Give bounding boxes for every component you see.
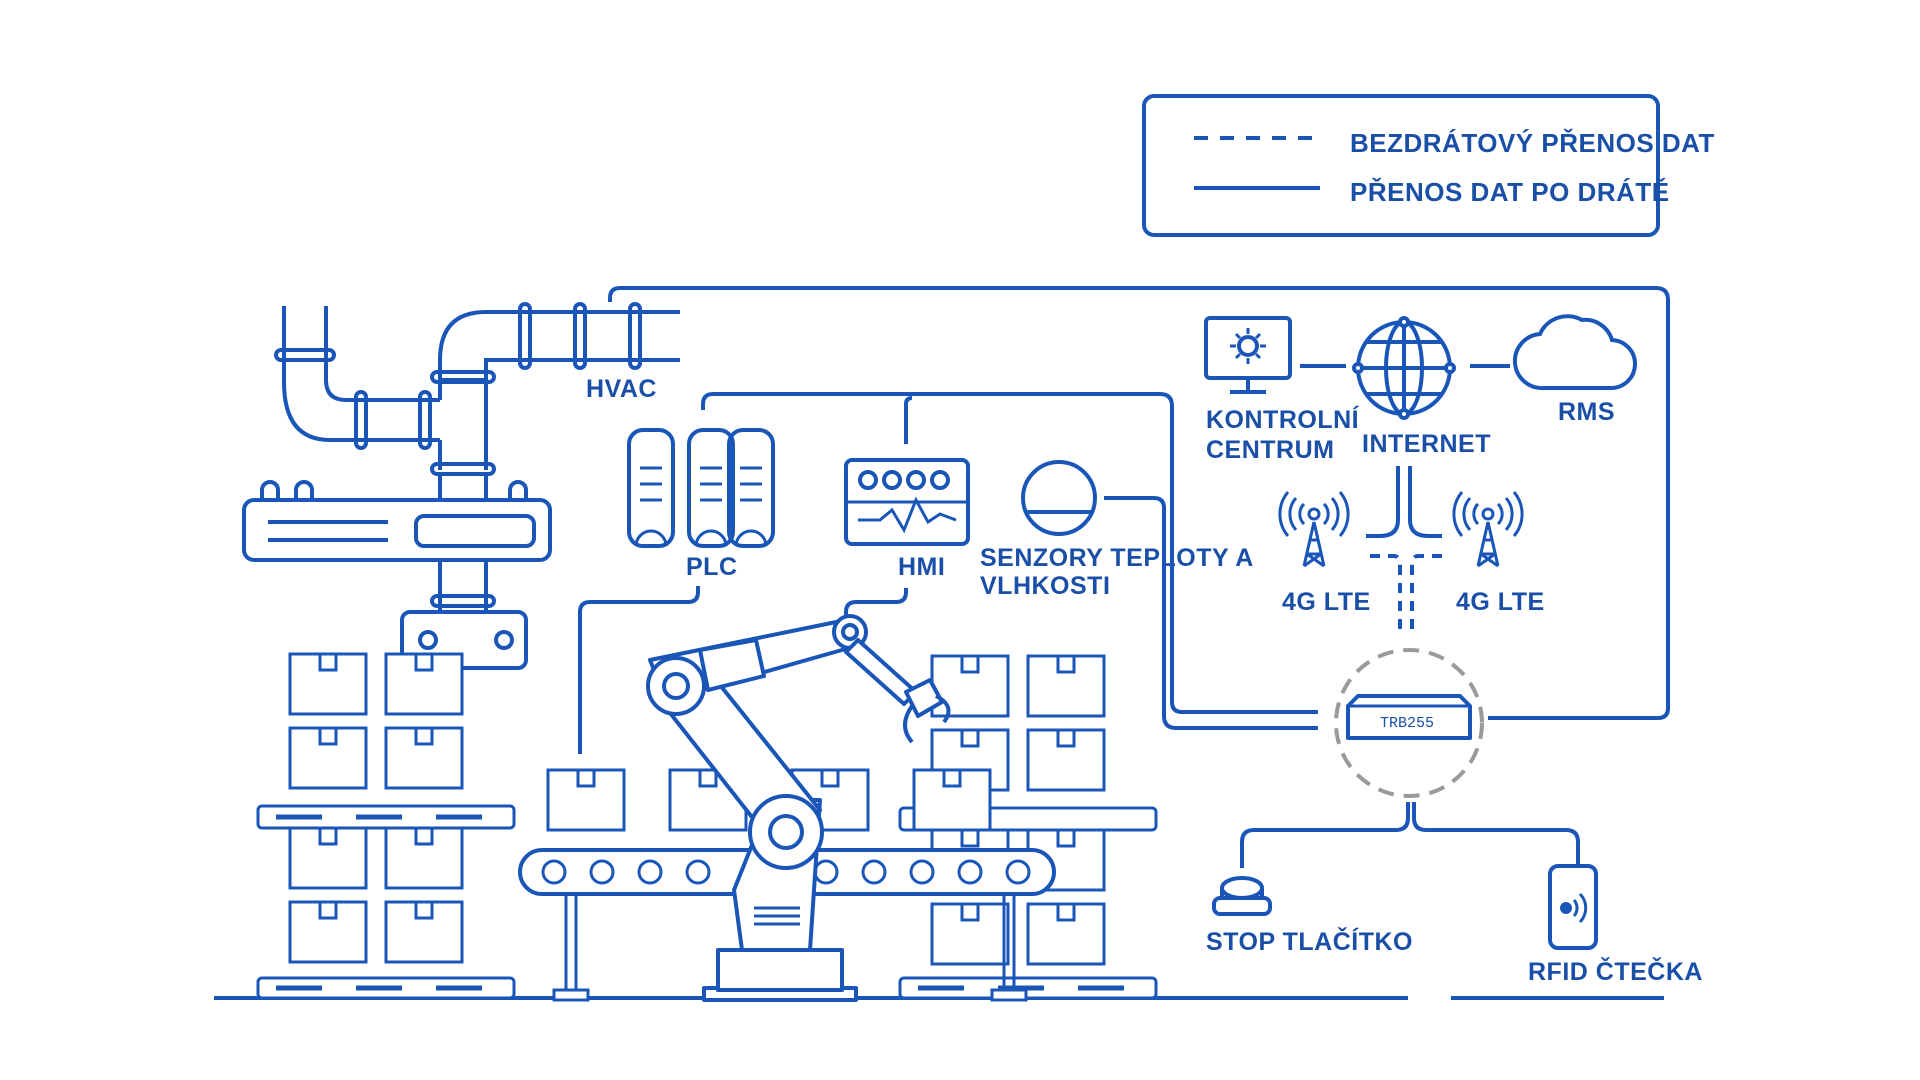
router-icon: TRB255	[1334, 648, 1484, 798]
hvac-label: HVAC	[586, 375, 657, 403]
globe-icon	[1352, 316, 1456, 420]
rfid-label: RFID ČTEČKA	[1528, 956, 1703, 986]
rfid-reader-icon	[1548, 864, 1598, 950]
lte-left-label: 4G LTE	[1282, 588, 1371, 616]
cell-tower-icon	[1452, 490, 1524, 568]
hmi-label: HMI	[898, 553, 945, 581]
control-label-line2: CENTRUM	[1206, 436, 1335, 464]
router-label: TRB255	[1380, 715, 1434, 732]
legend-wireless-label: BEZDRÁTOVÝ PŘENOS DAT	[1350, 128, 1715, 158]
rms-label: RMS	[1558, 398, 1615, 426]
control-label-line1: KONTROLNÍ	[1206, 405, 1360, 434]
plc-label: PLC	[686, 553, 738, 581]
lte-right-label: 4G LTE	[1456, 588, 1545, 616]
server-rack-icon	[627, 428, 775, 548]
robot-arm-icon	[646, 614, 951, 1002]
cell-tower-icon	[1278, 490, 1350, 568]
internet-label: INTERNET	[1362, 430, 1491, 458]
wireless-connections	[1370, 554, 1442, 636]
round-sensor-icon	[1021, 460, 1097, 536]
sensors-label-line2: VLHKOSTI	[980, 572, 1110, 600]
box-stack-icon	[256, 652, 516, 1000]
sensors-label-line1: SENZORY TEPLOTY A	[980, 544, 1254, 572]
legend-wired-label: PŘENOS DAT PO DRÁTĚ	[1350, 177, 1670, 207]
pipe-system-icon	[242, 302, 680, 670]
hmi-panel-icon	[844, 458, 970, 546]
wired-connections	[578, 286, 1670, 868]
monitor-gear-icon	[1204, 316, 1292, 394]
legend: BEZDRÁTOVÝ PŘENOS DAT PŘENOS DAT PO DRÁT…	[1142, 94, 1715, 237]
cloud-icon	[1513, 314, 1637, 391]
stop-button-icon	[1212, 876, 1272, 916]
stop-button-label: STOP TLAČÍTKO	[1206, 926, 1413, 956]
